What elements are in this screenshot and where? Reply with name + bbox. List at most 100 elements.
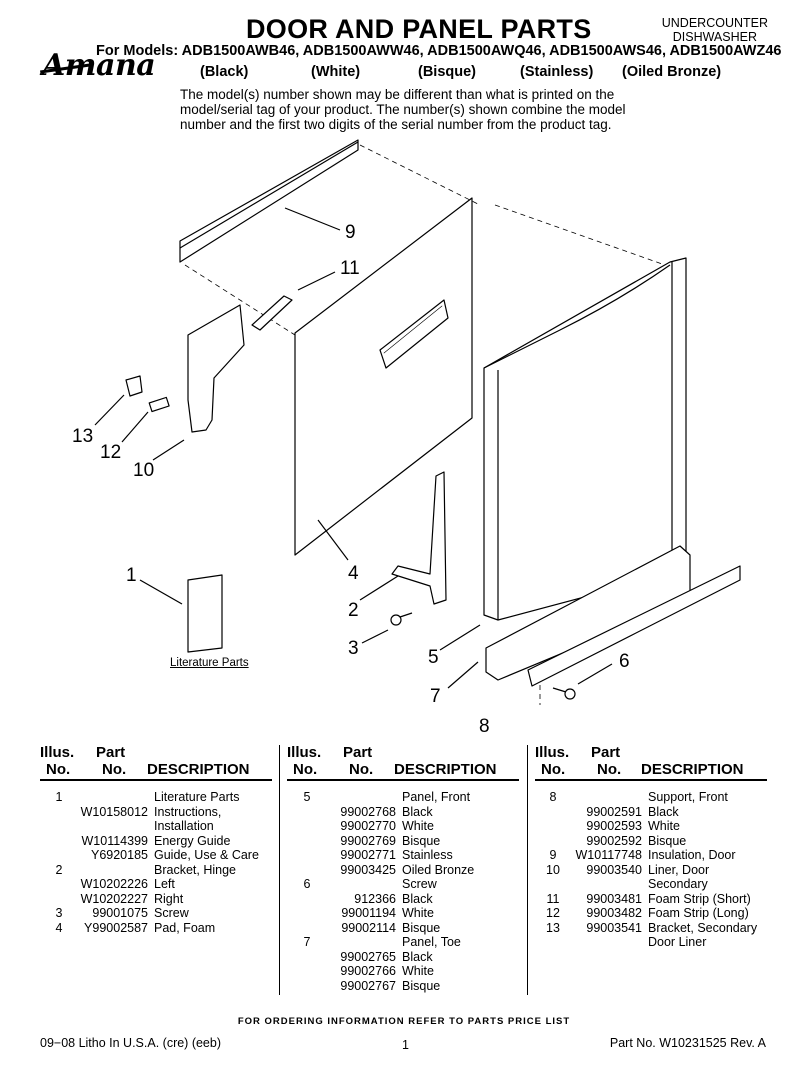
- part-description: Bisque: [402, 978, 441, 993]
- column-divider: [527, 745, 528, 995]
- note-line: The model(s) number shown may be differe…: [180, 87, 615, 102]
- part-number: [322, 877, 396, 892]
- part-foam-strip-short: [251, 295, 293, 331]
- illus-number: [44, 834, 74, 849]
- col1-header-description: DESCRIPTION: [147, 761, 250, 778]
- header-part-no: No.: [597, 761, 622, 778]
- header-illus: Illus.: [287, 744, 322, 761]
- illus-number: [292, 834, 322, 849]
- part-number: 99003540: [586, 862, 642, 877]
- part-literature: [187, 574, 223, 653]
- callout-1: 1: [126, 565, 137, 586]
- illus-number: [44, 819, 74, 834]
- part-description: Insulation, Door: [648, 848, 736, 862]
- illus-number: [292, 979, 322, 994]
- callout-10: 10: [133, 460, 155, 481]
- product-type-line-2: DISHWASHER: [672, 30, 757, 44]
- illus-number: [292, 805, 322, 820]
- part-number: [74, 819, 148, 834]
- part-number: W10202226: [80, 877, 148, 891]
- callout-13: 13: [72, 426, 94, 447]
- illus-number: 3: [55, 906, 63, 920]
- illus-number: [292, 892, 322, 907]
- part-hinge-bracket: [391, 471, 447, 605]
- illus-number: 10: [546, 862, 560, 877]
- ordering-info: FOR ORDERING INFORMATION REFER TO PARTS …: [237, 1016, 571, 1027]
- illus-number: [292, 906, 322, 921]
- note-line: model/serial tag of your product. The nu…: [180, 102, 626, 117]
- part-description: Black: [402, 891, 433, 906]
- callout-12: 12: [100, 442, 122, 463]
- part-number: 99003425: [340, 862, 396, 877]
- guide-lines: [184, 144, 666, 705]
- header-illus: Illus.: [535, 744, 570, 761]
- illus-number: 4: [55, 920, 63, 935]
- callout-2: 2: [348, 600, 359, 621]
- part-description: Bisque: [648, 833, 687, 848]
- part-description: Guide, Use & Care: [154, 848, 259, 862]
- part-number: W10158012: [80, 804, 148, 819]
- part-insulation-strip: [179, 139, 359, 263]
- part-description: Left: [154, 877, 175, 891]
- illus-number: 8: [549, 790, 557, 804]
- part-number: [322, 935, 396, 950]
- header-illus: Illus.: [40, 744, 75, 761]
- part-description: Secondary: [648, 877, 708, 891]
- part-number: [74, 790, 148, 805]
- callout-11: 11: [340, 258, 360, 279]
- parts-row: Secondary: [538, 877, 778, 892]
- parts-row: 99003425 Oiled Bronze: [292, 863, 532, 878]
- part-description: Oiled Bronze: [402, 862, 475, 877]
- part-number: W10117748: [575, 848, 643, 862]
- part-number: 99002769: [340, 833, 396, 848]
- note-line: number and the first two digits of the s…: [180, 117, 612, 132]
- part-number: W10202227: [80, 891, 148, 906]
- part-number: 99002767: [340, 978, 396, 993]
- header-illus-no: No.: [293, 761, 318, 778]
- part-number: 99001194: [341, 906, 396, 920]
- col3-header-description: DESCRIPTION: [641, 761, 744, 778]
- callout-3: 3: [348, 638, 359, 659]
- header-part-no: No.: [349, 761, 374, 778]
- part-number: 99002592: [586, 833, 642, 848]
- parts-row: Door Liner: [538, 935, 778, 950]
- illus-number: 2: [55, 862, 63, 877]
- part-description: Black: [648, 804, 679, 819]
- col1-header-rule: [40, 779, 272, 781]
- part-description: Support, Front: [648, 790, 728, 804]
- part-screw: [390, 612, 413, 626]
- parts-row: 99002592 Bisque: [538, 834, 778, 849]
- color-black: (Black): [200, 64, 249, 80]
- color-stainless: (Stainless): [520, 64, 594, 80]
- part-description: Right: [154, 891, 184, 906]
- parts-row: 10 99003540 Liner, Door: [538, 863, 778, 878]
- col1-header-part: Part No.: [96, 744, 126, 778]
- illus-number: [44, 892, 74, 907]
- part-description: Installation: [154, 819, 214, 833]
- col2-header-description: DESCRIPTION: [394, 761, 497, 778]
- part-number: Y6920185: [90, 848, 148, 862]
- part-description: Black: [402, 804, 433, 819]
- part-description: Panel, Front: [402, 790, 471, 804]
- part-description: White: [402, 964, 434, 978]
- print-info: 09−08 Litho In U.S.A. (cre) (eeb): [40, 1036, 221, 1050]
- illus-number: 12: [546, 906, 560, 920]
- part-secondary-bracket: [125, 375, 143, 397]
- callout-5: 5: [428, 647, 439, 668]
- part-number: W10114399: [81, 833, 149, 848]
- header-part: Part: [591, 744, 621, 761]
- page-title: DOOR AND PANEL PARTS: [246, 14, 592, 44]
- illus-number: [44, 805, 74, 820]
- part-front-support: [527, 565, 741, 687]
- part-description: Liner, Door: [648, 862, 710, 877]
